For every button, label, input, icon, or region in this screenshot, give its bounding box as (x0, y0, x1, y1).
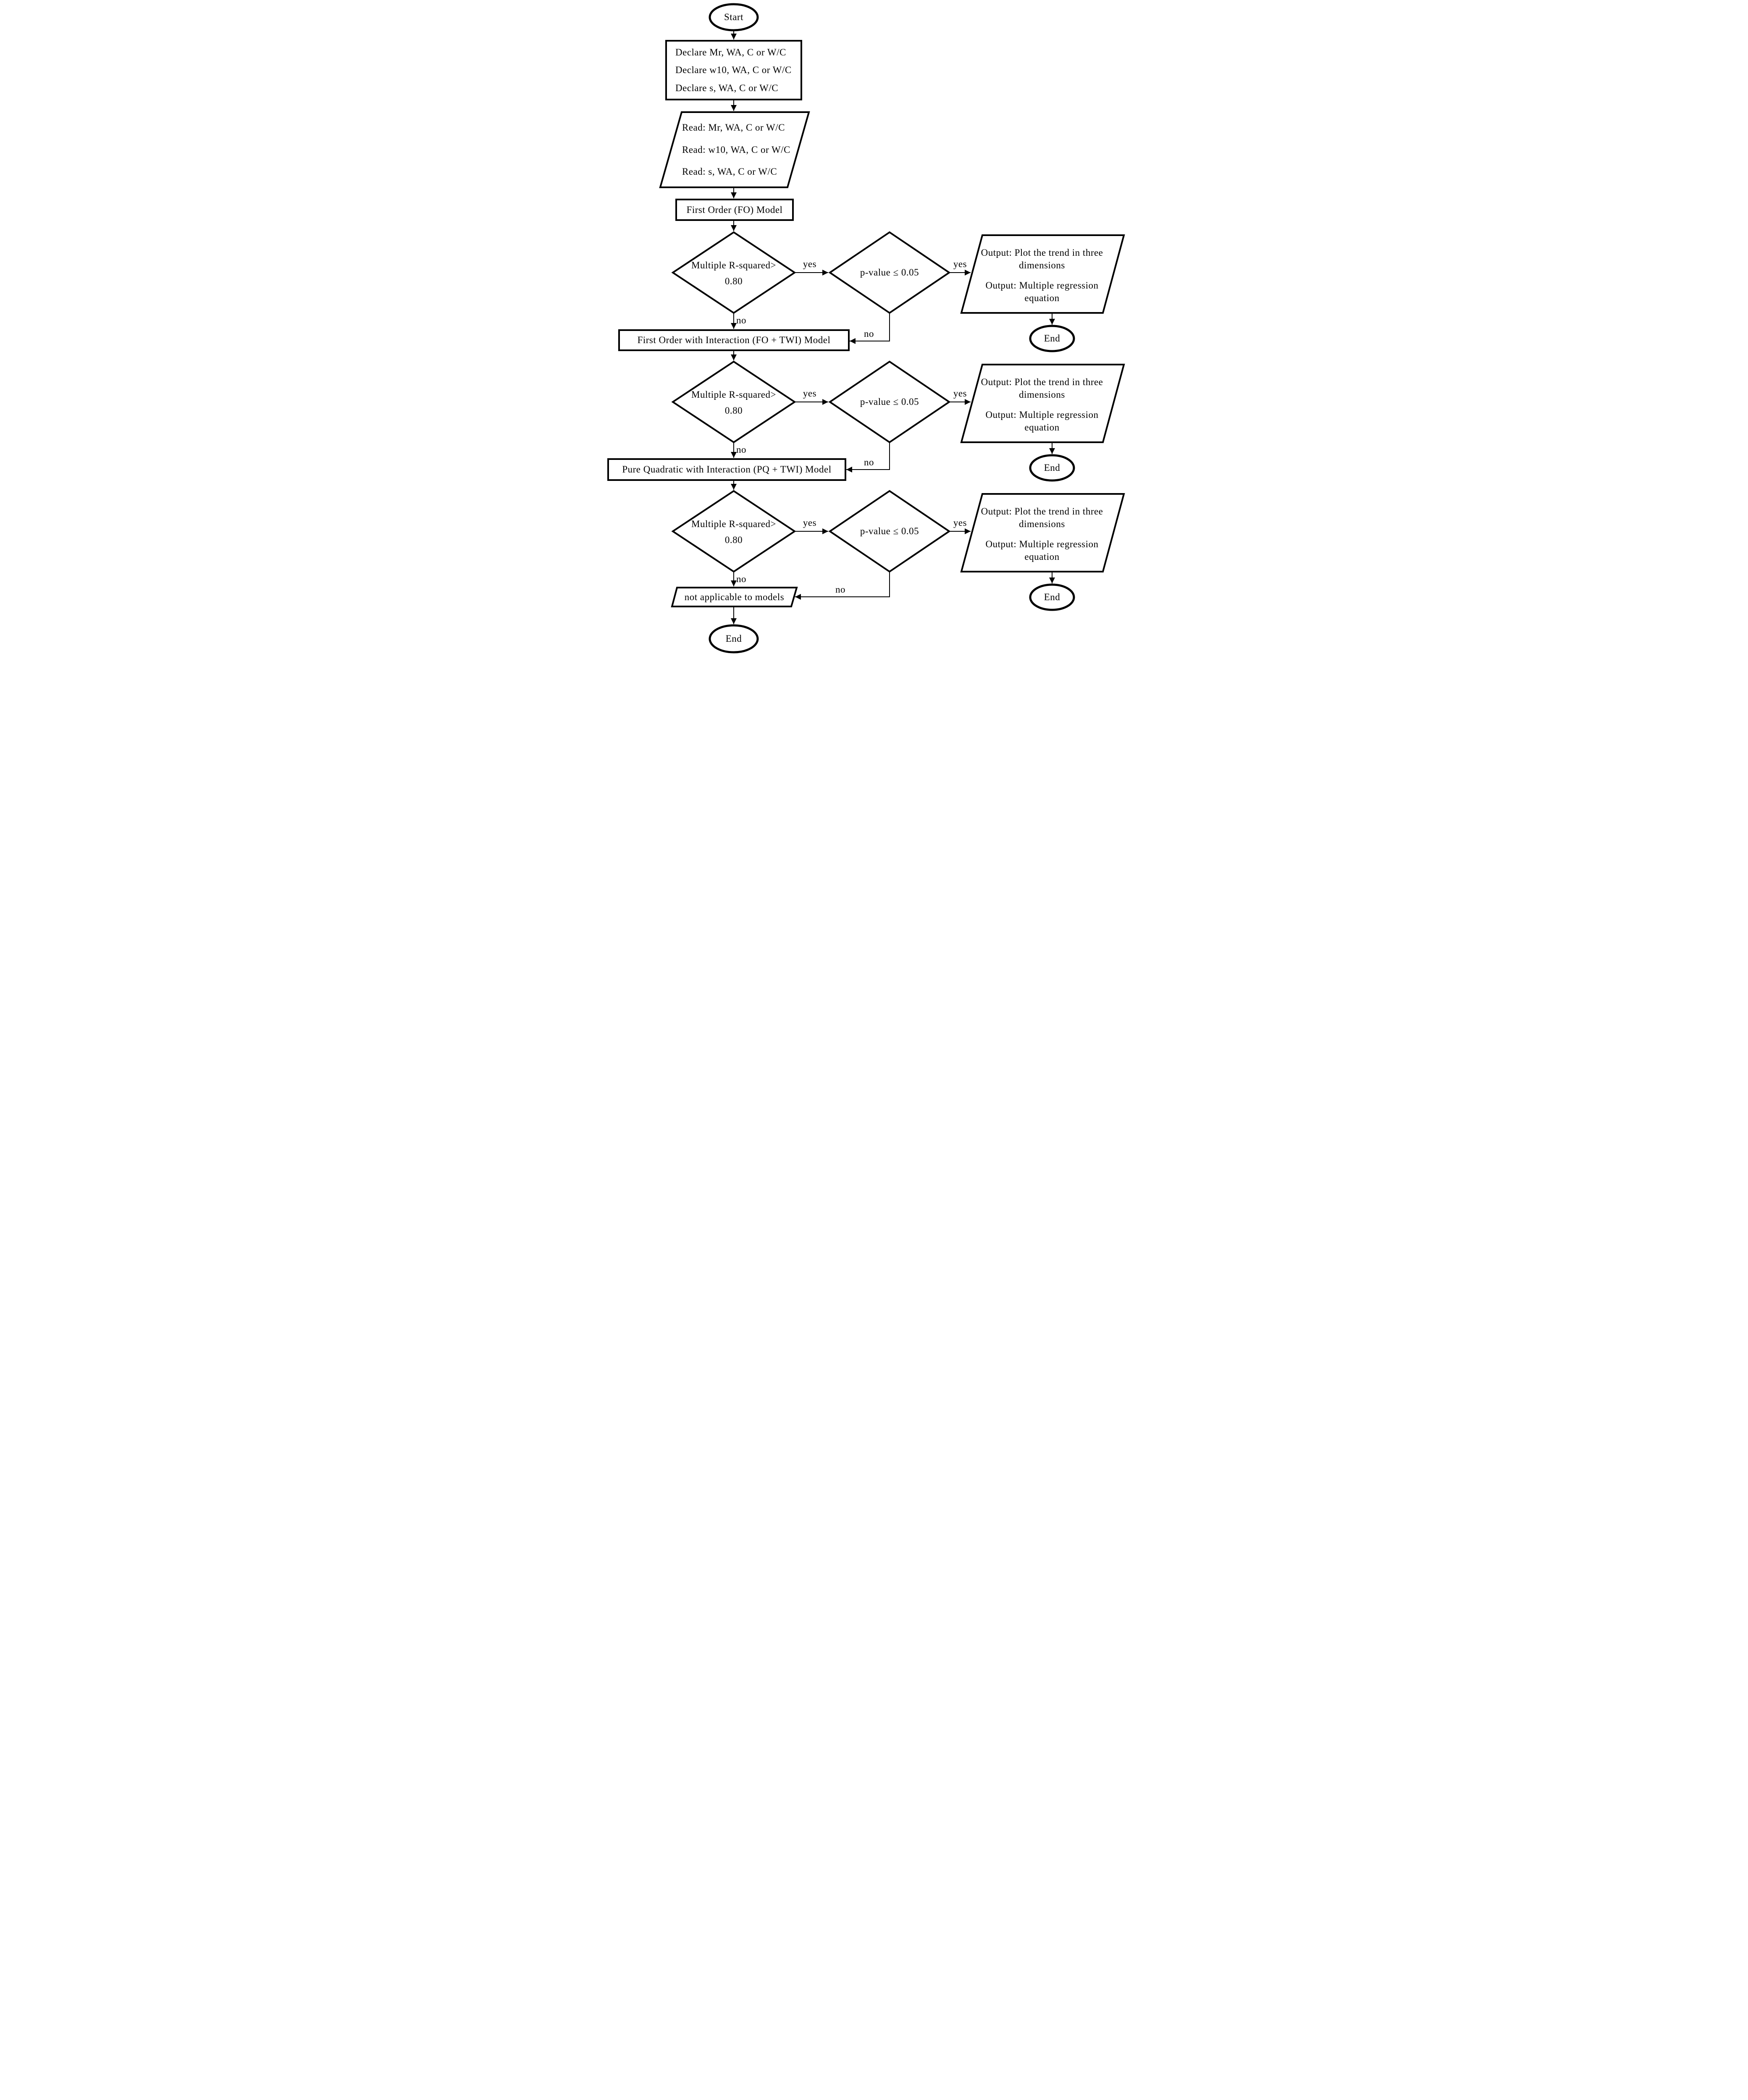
r-squared-label-3: Multiple R-squared> 0.80 (683, 512, 784, 552)
r-squared-label-2: Multiple R-squared> 0.80 (683, 383, 784, 423)
r-squared-label-1: Multiple R-squared> 0.80 (683, 254, 784, 293)
no-label-1b: no (864, 328, 874, 339)
arrow-pval1-no (850, 313, 890, 344)
end-label-final: End (725, 633, 742, 644)
r-squared-diamond-2 (671, 360, 796, 444)
declare-line-1: Declare Mr, WA, C or W/C (675, 47, 786, 58)
output-plot-line-1: Output: Plot the trend in three (981, 506, 1103, 517)
r-squared-line-2: 0.80 (724, 535, 743, 545)
no-label-1a: no (736, 315, 746, 326)
end-label-1: End (1044, 333, 1060, 344)
yes-label-1b: yes (953, 259, 967, 270)
fo-twi-model-label: First Order with Interaction (FO + TWI) … (637, 335, 831, 346)
output-equation-text: Output: Multiple regression equation (985, 538, 1098, 563)
read-line-3: Read: s, WA, C or W/C (682, 166, 777, 177)
output-eq-line-2: equation (1024, 293, 1060, 304)
yes-label-3b: yes (953, 517, 967, 528)
output-plot-line-2: dimensions (1019, 389, 1065, 400)
output-equation-text: Output: Multiple regression equation (985, 409, 1098, 434)
output-text-2: Output: Plot the trend in three dimensio… (971, 368, 1113, 442)
output-text-1: Output: Plot the trend in three dimensio… (971, 239, 1113, 312)
output-eq-line-2: equation (1024, 422, 1060, 433)
output-eq-line-1: Output: Multiple regression (985, 280, 1099, 291)
arrow-pval3-no (795, 572, 890, 600)
end-terminator-final (709, 624, 759, 654)
output-plot-text: Output: Plot the trend in three dimensio… (981, 247, 1103, 272)
yes-label-3a: yes (803, 517, 817, 528)
end-terminator-3 (1029, 583, 1075, 611)
fo-twi-model-box (618, 329, 850, 351)
p-value-label-3: p-value ≤ 0.05 (860, 526, 919, 537)
r-squared-diamond-3 (671, 490, 796, 573)
output-equation-text: Output: Multiple regression equation (985, 279, 1098, 304)
output-plot-line-1: Output: Plot the trend in three (981, 247, 1103, 258)
declare-text: Declare Mr, WA, C or W/C Declare w10, WA… (666, 41, 801, 100)
output-eq-line-1: Output: Multiple regression (985, 410, 1099, 420)
no-label-3b: no (835, 584, 845, 595)
output-eq-line-2: equation (1024, 551, 1060, 562)
p-value-diamond-2 (828, 360, 951, 444)
flowchart-canvas: Start Declare Mr, WA, C or W/C Declare w… (605, 0, 1143, 657)
r-squared-line-1: Multiple R-squared> (691, 260, 776, 271)
pq-twi-model-box (607, 458, 846, 481)
not-applicable-parallelogram (671, 587, 798, 607)
r-squared-line-1: Multiple R-squared> (691, 389, 776, 400)
end-label-2: End (1044, 462, 1060, 473)
read-line-2: Read: w10, WA, C or W/C (682, 144, 790, 155)
no-label-2b: no (864, 457, 874, 468)
declare-line-2: Declare w10, WA, C or W/C (675, 65, 792, 76)
output-plot-line-2: dimensions (1019, 518, 1065, 529)
arrow-pval2-no (846, 442, 890, 472)
output-parallelogram-2 (960, 364, 1125, 443)
no-label-2a: no (736, 444, 746, 455)
r-squared-diamond-1 (671, 231, 796, 314)
no-label-3a: no (736, 574, 746, 584)
output-parallelogram-3 (960, 493, 1125, 572)
p-value-label-1: p-value ≤ 0.05 (860, 267, 919, 278)
read-text: Read: Mr, WA, C or W/C Read: w10, WA, C … (660, 112, 809, 187)
read-input-parallelogram (659, 111, 810, 188)
not-applicable-label: not applicable to models (684, 591, 785, 602)
flowchart-shapes (607, 3, 1125, 654)
fo-model-box (675, 199, 794, 221)
r-squared-line-2: 0.80 (724, 405, 743, 416)
output-plot-line-2: dimensions (1019, 260, 1065, 270)
end-terminator-1 (1029, 325, 1075, 352)
fo-model-label: First Order (FO) Model (686, 204, 783, 215)
start-label: Start (724, 12, 743, 23)
p-value-diamond-3 (828, 490, 951, 573)
declare-process-box (665, 40, 802, 100)
output-plot-text: Output: Plot the trend in three dimensio… (981, 505, 1103, 530)
r-squared-line-2: 0.80 (724, 276, 743, 286)
read-line-1: Read: Mr, WA, C or W/C (682, 122, 785, 133)
output-eq-line-1: Output: Multiple regression (985, 539, 1099, 550)
yes-label-1a: yes (803, 259, 817, 270)
output-plot-text: Output: Plot the trend in three dimensio… (981, 376, 1103, 401)
yes-label-2a: yes (803, 388, 817, 399)
pq-twi-model-label: Pure Quadratic with Interaction (PQ + TW… (622, 464, 832, 475)
yes-label-2b: yes (953, 388, 967, 399)
start-terminator (709, 3, 759, 32)
end-label-3: End (1044, 592, 1060, 603)
output-text-3: Output: Plot the trend in three dimensio… (971, 497, 1113, 571)
output-plot-line-1: Output: Plot the trend in three (981, 376, 1103, 387)
output-parallelogram-1 (960, 234, 1125, 314)
p-value-diamond-1 (828, 231, 951, 314)
p-value-label-2: p-value ≤ 0.05 (860, 396, 919, 407)
end-terminator-2 (1029, 454, 1075, 482)
r-squared-line-1: Multiple R-squared> (691, 519, 776, 530)
declare-line-3: Declare s, WA, C or W/C (675, 82, 779, 93)
